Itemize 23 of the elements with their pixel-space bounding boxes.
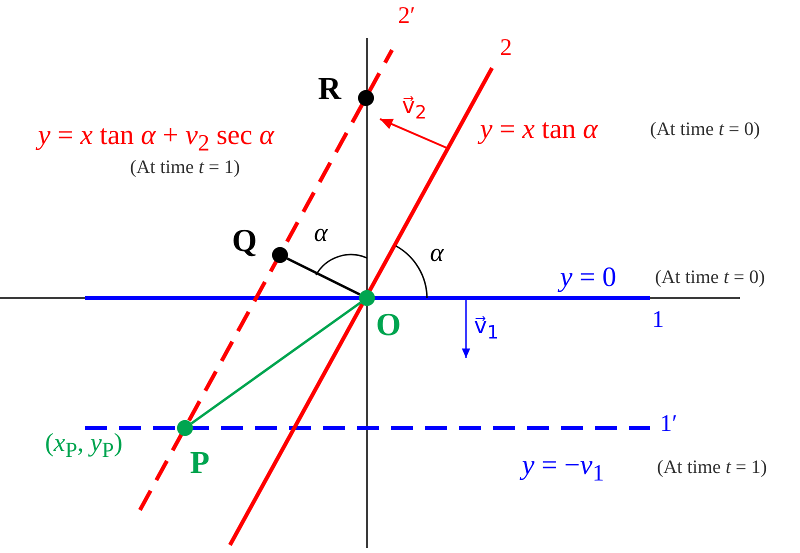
equation: y = x tan α [480, 116, 598, 144]
equation: y = 0 [560, 264, 616, 292]
time-note: (At time t = 0) [655, 268, 765, 287]
angle-label: α [430, 240, 444, 266]
time-note: (At time t = 0) [650, 120, 760, 139]
time-note: (At time t = 1) [130, 158, 240, 177]
segment [190, 302, 362, 424]
vector-label: v⃗$_{2}$ [402, 96, 427, 123]
coordinate-label: (x$_{P}$, y$_{P}$) [45, 430, 123, 462]
vector-label: v⃗$_{1}$ [474, 316, 499, 343]
point-label: R [318, 72, 342, 104]
angle-label: α [314, 220, 328, 246]
point-label: Q [232, 224, 257, 256]
line-number: 2′ [398, 4, 416, 28]
point-label: O [376, 308, 401, 340]
line-number: 2 [500, 36, 512, 60]
point-label: P [190, 446, 210, 478]
line-number: 1 [652, 308, 664, 332]
equation: y = x tan α + v$_{2}$ sec α [38, 122, 274, 156]
segment [286, 257, 360, 296]
line-number: 1′ [660, 412, 678, 436]
equation: y = −v$_{1}$ [522, 452, 604, 486]
time-note: (At time t = 1) [657, 458, 767, 477]
